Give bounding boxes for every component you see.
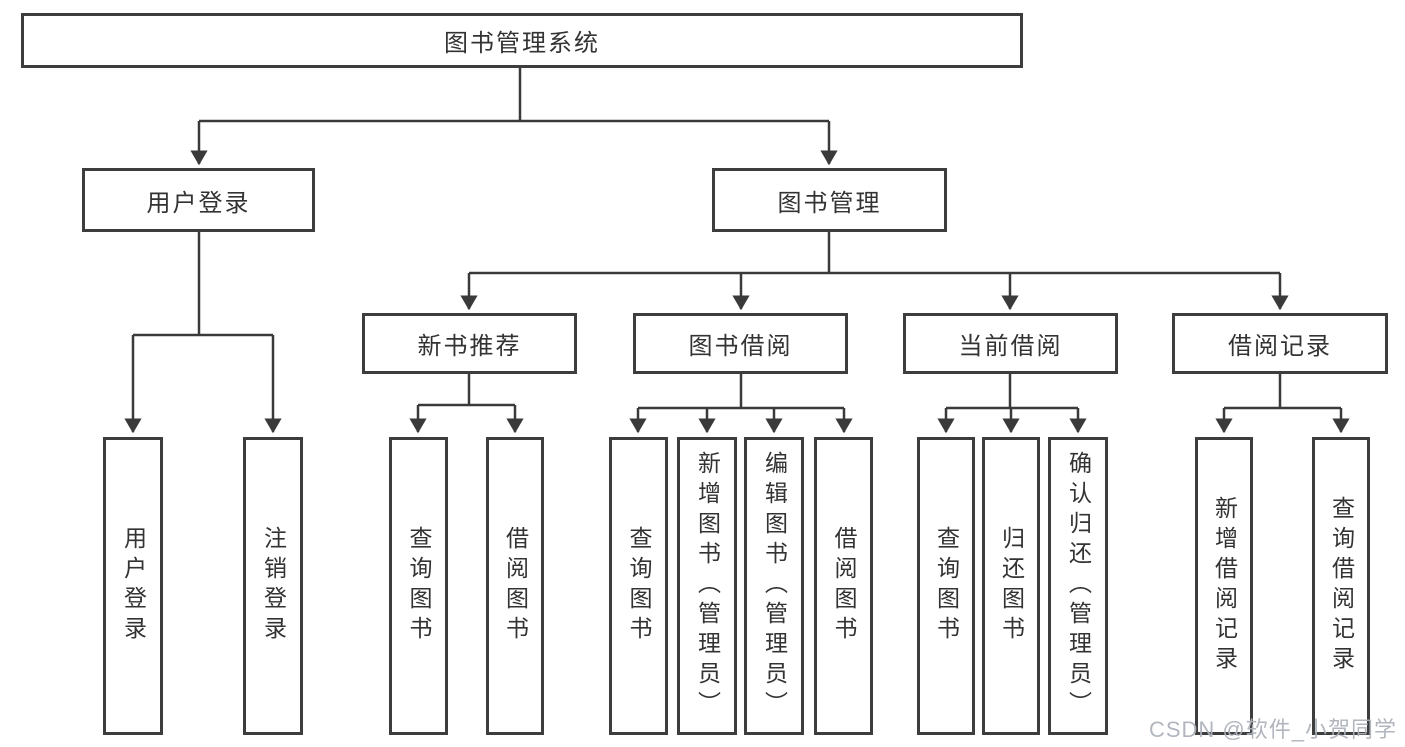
leaf-confirm-return-admin: 确认归还（管理员） bbox=[1048, 437, 1108, 735]
leaf-label: 用户登录 bbox=[120, 526, 147, 646]
leaf-label: 查询图书 bbox=[933, 526, 960, 646]
leaf-label: 新增图书（管理员） bbox=[694, 451, 721, 721]
node-user-login-branch: 用户登录 bbox=[82, 168, 315, 232]
leaf-label: 注销登录 bbox=[260, 526, 287, 646]
node-book-management-branch: 图书管理 bbox=[712, 168, 947, 232]
node-label: 新书推荐 bbox=[417, 333, 522, 360]
leaf-query-books: 查询图书 bbox=[917, 437, 975, 735]
leaf-label: 借阅图书 bbox=[502, 526, 529, 646]
leaf-query-borrow-record: 查询借阅记录 bbox=[1312, 437, 1370, 735]
node-current-borrow: 当前借阅 bbox=[903, 313, 1118, 374]
leaf-label: 新增借阅记录 bbox=[1211, 496, 1238, 676]
leaf-label: 归还图书 bbox=[998, 526, 1025, 646]
node-book-borrow: 图书借阅 bbox=[633, 313, 848, 374]
leaf-query-books: 查询图书 bbox=[389, 437, 448, 735]
node-new-book-recommend: 新书推荐 bbox=[362, 313, 577, 374]
leaf-edit-books-admin: 编辑图书（管理员） bbox=[744, 437, 804, 735]
leaf-label: 确认归还（管理员） bbox=[1065, 451, 1092, 721]
csdn-watermark: CSDN @软件_小贺同学 bbox=[1148, 717, 1397, 742]
leaf-label: 借阅图书 bbox=[831, 526, 857, 646]
leaf-label: 查询图书 bbox=[406, 526, 432, 646]
leaf-label: 查询图书 bbox=[626, 526, 652, 646]
leaf-borrow-books: 借阅图书 bbox=[814, 437, 873, 735]
leaf-return-books: 归还图书 bbox=[982, 437, 1040, 735]
node-label: 图书借阅 bbox=[688, 333, 793, 360]
leaf-label: 查询借阅记录 bbox=[1328, 496, 1355, 676]
leaf-query-books: 查询图书 bbox=[609, 437, 668, 735]
leaf-user-login: 用户登录 bbox=[103, 437, 163, 735]
node-label: 图书管理 bbox=[777, 189, 882, 217]
leaf-logout: 注销登录 bbox=[243, 437, 303, 735]
node-label: 当前借阅 bbox=[958, 333, 1063, 360]
leaf-add-borrow-record: 新增借阅记录 bbox=[1195, 437, 1253, 735]
node-borrow-records: 借阅记录 bbox=[1172, 313, 1388, 374]
leaf-label: 编辑图书（管理员） bbox=[761, 451, 788, 721]
node-label: 图书管理系统 bbox=[444, 30, 600, 57]
leaf-borrow-books: 借阅图书 bbox=[486, 437, 544, 735]
node-root-system: 图书管理系统 bbox=[21, 13, 1023, 68]
leaf-add-books-admin: 新增图书（管理员） bbox=[677, 437, 737, 735]
node-label: 用户登录 bbox=[146, 189, 251, 217]
node-label: 借阅记录 bbox=[1228, 333, 1332, 360]
